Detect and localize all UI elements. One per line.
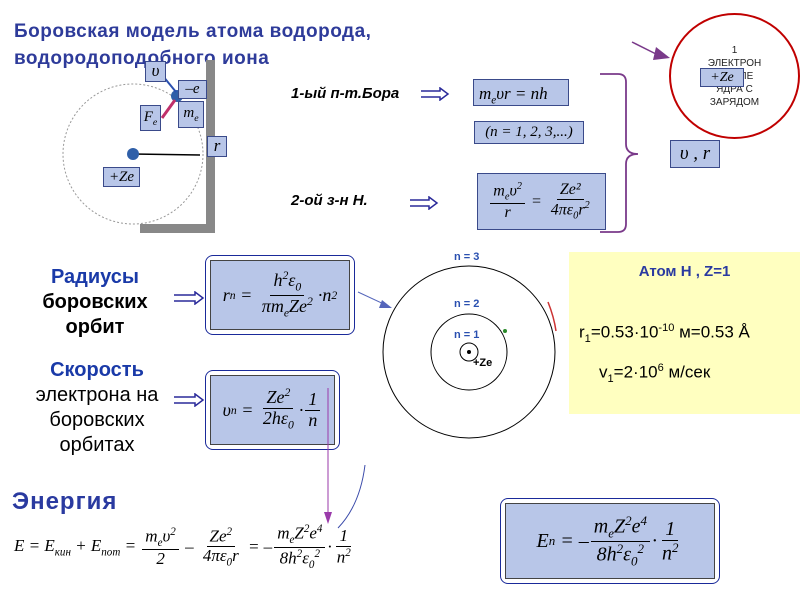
energy-heading: Энергия bbox=[12, 488, 118, 515]
oval-line-2: ЭЛЕКТРОН bbox=[707, 58, 762, 69]
orbit-label-n1: n = 1 bbox=[454, 329, 479, 341]
orbit-label-n2: n = 2 bbox=[454, 298, 479, 310]
speed-line-4: орбитах bbox=[59, 434, 135, 456]
oval-line-1: 1 bbox=[731, 45, 738, 56]
radius-label: r bbox=[207, 136, 227, 157]
speed-value: v1=2·106 м/сек bbox=[599, 362, 711, 386]
unknowns-box: υ , r bbox=[670, 140, 720, 168]
nucleus-dot bbox=[127, 148, 139, 160]
orbit-n2 bbox=[430, 313, 508, 391]
electron-charge-label: –e bbox=[178, 80, 207, 99]
title-line-2: водородоподобного иона bbox=[14, 48, 270, 69]
speed-line-3: боровских bbox=[49, 409, 145, 431]
first-postulate-formula: meυr = nh bbox=[473, 79, 569, 106]
orbit-label-n3: n = 3 bbox=[454, 251, 479, 263]
atom-heading: Атом Н , Z=1 bbox=[638, 263, 731, 280]
arrow-icon bbox=[421, 87, 450, 101]
orbit-diagram: n = 3 n = 2 n = 1 +Ze bbox=[382, 251, 557, 439]
nucleus-dot bbox=[467, 350, 471, 354]
force-arrow bbox=[160, 99, 177, 119]
radius-line bbox=[132, 153, 201, 156]
orbit-nucleus-label: +Ze bbox=[473, 357, 492, 369]
arrow-icon bbox=[410, 196, 439, 210]
oval-line-4: ЯДРА С bbox=[716, 84, 753, 95]
first-postulate-label: 1-ый п-т.Бора bbox=[291, 85, 400, 102]
force-label: Fe bbox=[140, 105, 161, 131]
arrow-icon bbox=[174, 291, 205, 305]
electron-in-field-oval: 1 ЭЛЕКТРОН В ПОЛЕ ЯДРА С ЗАРЯДОМ +Ze bbox=[669, 13, 800, 139]
title-line-1: Боровская модель атома водорода, bbox=[14, 21, 372, 42]
nucleus-charge-label: +Ze bbox=[103, 167, 140, 187]
quantum-numbers: (n = 1, 2, 3,...) bbox=[474, 121, 584, 144]
orbit-n3 bbox=[382, 265, 556, 439]
electron-mass-label: me bbox=[178, 101, 204, 128]
orbit-n1 bbox=[459, 342, 479, 362]
oval-line-5: ЗАРЯДОМ bbox=[709, 97, 760, 108]
connector-arrows bbox=[324, 291, 392, 529]
second-law-label: 2-ой з-н Н. bbox=[291, 192, 368, 209]
radii-line-2: боровских bbox=[42, 291, 148, 313]
velocity-label: υ bbox=[145, 61, 166, 82]
wall-horizontal bbox=[140, 224, 215, 233]
oval-charge: +Ze bbox=[700, 68, 744, 87]
radii-line-3: орбит bbox=[65, 316, 125, 338]
speed-line-2: электрона на bbox=[35, 384, 159, 406]
electron-dot bbox=[503, 329, 507, 333]
electron-orbit bbox=[62, 83, 204, 225]
speed-heading: Скорость электрона на боровских орбитах bbox=[12, 358, 182, 458]
arrow-icon bbox=[631, 41, 670, 60]
brace bbox=[600, 73, 639, 233]
page-title: Боровская модель атома водорода, водород… bbox=[14, 18, 371, 72]
radii-heading: Радиусы боровских орбит bbox=[15, 265, 175, 340]
hydrogen-atom-panel: Атом Н , Z=1 r1=0.53·10-10 м=0.53 Å v1=2… bbox=[569, 252, 800, 414]
speed-line-1: Скорость bbox=[50, 359, 144, 381]
arrow-icon bbox=[174, 393, 205, 407]
radius-value: r1=0.53·10-10 м=0.53 Å bbox=[579, 322, 750, 346]
radii-line-1: Радиусы bbox=[50, 266, 140, 288]
